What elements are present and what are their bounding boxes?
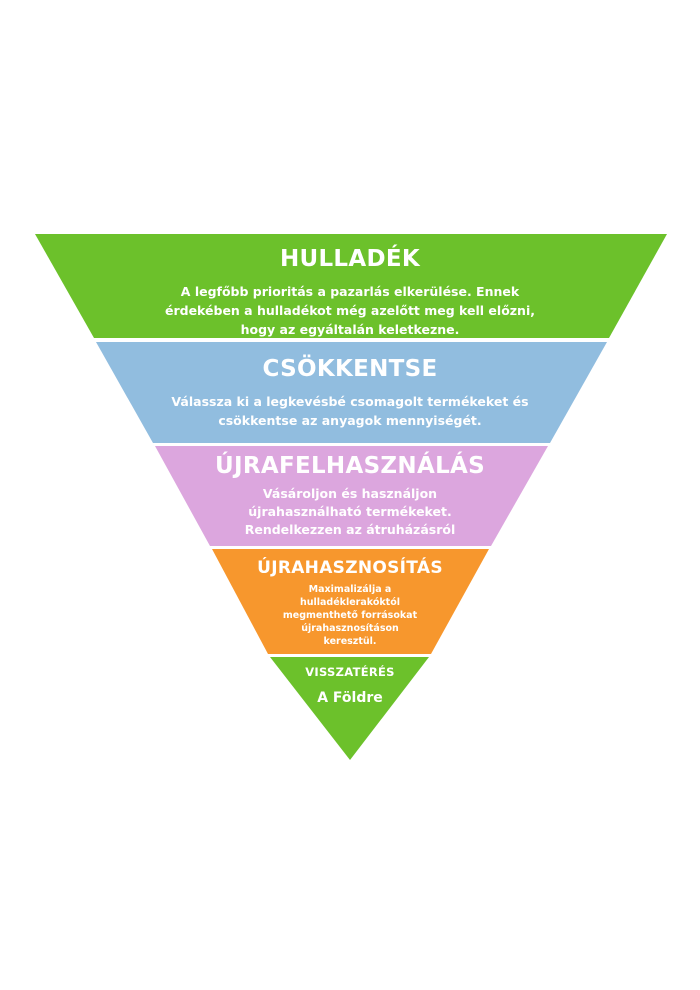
layer-ujrafelhasznalas-text: ÚJRAFELHASZNÁLÁS Vásároljon és használjo… [0, 451, 700, 539]
layer-csokkentse-text: CSÖKKENTSE Válassza ki a legkevésbé csom… [0, 354, 700, 430]
pyramid-layer-ujrahasznositas [212, 549, 489, 654]
pyramid-layer-visszateres [270, 657, 429, 760]
layer-visszateres-title: VISSZATÉRÉS [305, 665, 395, 679]
layer-hulladek-title: HULLADÉK [279, 246, 421, 272]
layer-visszateres-text: VISSZATÉRÉS A Földre [0, 665, 700, 707]
layer-ujrahasznositas-text: ÚJRAHASZNOSÍTÁS Maximalizálja a hulladék… [0, 556, 700, 648]
pyramid-layer-hulladek [35, 234, 667, 338]
pyramid-layer-csokkentse [96, 342, 607, 443]
layer-visszateres-description: A Földre [317, 690, 383, 706]
layer-ujrafelhasznalas-title: ÚJRAFELHASZNÁLÁS [215, 453, 485, 479]
layer-ujrahasznositas-description: Maximalizálja a hulladéklerakóktól megme… [282, 584, 418, 647]
layer-hulladek-description: A legfőbb prioritás a pazarlás elkerülés… [164, 284, 535, 337]
layer-ujrahasznositas-title: ÚJRAHASZNOSÍTÁS [257, 558, 443, 578]
layer-csokkentse-description: Válassza ki a legkevésbé csomagolt termé… [171, 394, 529, 428]
layer-hulladek-text: HULLADÉK A legfőbb prioritás a pazarlás … [0, 244, 700, 339]
layer-csokkentse-title: CSÖKKENTSE [262, 356, 438, 382]
layer-ujrafelhasznalas-description: Vásároljon és használjon újrahasználható… [244, 486, 456, 537]
pyramid-layer-ujrafelhasznalas [155, 446, 548, 546]
